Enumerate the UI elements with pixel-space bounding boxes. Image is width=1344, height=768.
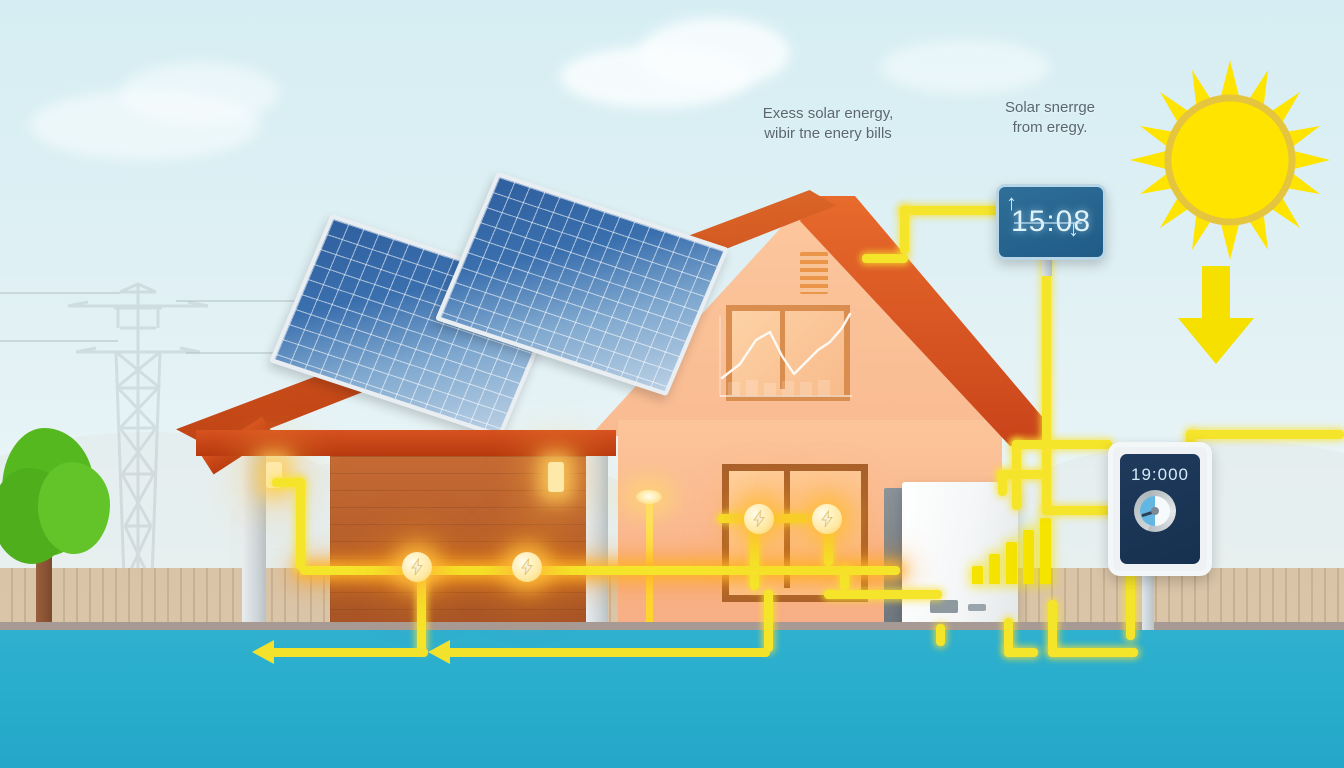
gable-vent [800, 252, 828, 294]
sun-icon [1130, 60, 1330, 260]
lower-window [722, 464, 868, 602]
tree-trunk [36, 546, 52, 630]
solar-flow-arrow-head [1178, 318, 1254, 364]
wire-roof-riser [900, 206, 909, 254]
ceiling-lamp-stem [646, 500, 653, 626]
grid-display-pole [1042, 252, 1052, 276]
label-right-line2: from eregy. [1012, 119, 1088, 136]
underground-arrow-left-2 [428, 640, 450, 664]
cloud-5 [880, 40, 1050, 94]
grid-display-down-arrow: ↓ [1068, 216, 1079, 241]
power-line-2 [0, 340, 118, 342]
wire-underground-stub [1004, 648, 1038, 657]
inverter-bar-4 [1023, 530, 1034, 584]
inverter-bar-1 [972, 566, 983, 584]
inverter-display [930, 600, 958, 613]
wire-roof-lower [862, 254, 908, 263]
wire-drop-window [764, 590, 773, 652]
wire-drop-door [840, 566, 849, 590]
grid-display-up-arrow: ↑ [1006, 190, 1017, 215]
utility-meter-hub [1151, 507, 1159, 515]
lower-window-mullion [784, 464, 790, 588]
lightning-bolt-icon [411, 558, 423, 576]
power-line-1 [0, 292, 120, 294]
utility-meter-gauge-fill [1140, 496, 1155, 526]
energy-node-window-1[interactable] [744, 504, 774, 534]
energy-node-garage-1[interactable] [402, 552, 432, 582]
inverter-bar-2 [989, 554, 1000, 584]
lightning-bolt-icon [821, 510, 833, 528]
grid-display-value: 15:08 [1010, 205, 1092, 238]
lightning-bolt-icon [753, 510, 765, 528]
inverter-bar-3 [1006, 542, 1017, 584]
cloud-2 [640, 18, 790, 88]
inverter-output-bars [972, 510, 1051, 584]
energy-node-window-2[interactable] [812, 504, 842, 534]
wire-underground-riser-b [1004, 618, 1013, 652]
wire-window-to-inverter [824, 590, 942, 599]
wire-underground-riser-a [1048, 600, 1057, 652]
wire-lamp-left-h [272, 478, 302, 487]
label-left-line2: wibir tne enery bills [764, 125, 892, 142]
upper-window-mullion [780, 305, 785, 389]
utility-meter-value: 19:000 [1131, 465, 1189, 484]
wire-window-right-drop [824, 528, 833, 566]
wire-inverter-top-feed [998, 470, 1007, 496]
transmission-tower-icon [67, 282, 209, 579]
upper-window [726, 305, 850, 401]
label-left-line1: Exess solar energy, [762, 105, 894, 122]
wire-window-feed-left [718, 514, 758, 523]
garage-door [330, 456, 592, 626]
power-line-3 [176, 300, 396, 302]
wire-display-down [1042, 252, 1051, 512]
wire-lamp-left-drop [296, 478, 305, 570]
wire-inverter-top-h [998, 470, 1044, 479]
wire-meter-right [1190, 430, 1344, 439]
inverter-button[interactable] [968, 604, 986, 611]
inverter-bar-5 [1040, 518, 1051, 584]
wire-underground-main-1 [268, 648, 428, 657]
lightning-bolt-icon [521, 558, 533, 576]
label-right-line1: Solar snerrge [1004, 99, 1096, 116]
porch-pillar-left [242, 456, 266, 626]
porch-pillar-right [586, 456, 608, 626]
tree-foliage-3 [38, 462, 110, 554]
grid-display-underline [1014, 222, 1082, 224]
wire-to-meter-upper [1012, 440, 1112, 449]
solar-flow-arrow-shaft [1202, 266, 1230, 322]
wire-garage-bus [300, 566, 900, 575]
porch-roof [196, 430, 616, 456]
sun [1130, 60, 1330, 260]
wire-underground-right [1048, 648, 1138, 657]
utility-meter[interactable]: 19:000 [1108, 442, 1212, 576]
wire-drop-garage [417, 566, 426, 652]
wire-display-to-meter [1042, 506, 1120, 515]
energy-node-garage-2[interactable] [512, 552, 542, 582]
garage-structure [196, 430, 616, 626]
wire-inverter-down [936, 624, 945, 646]
wire-underground-main-2 [440, 648, 770, 657]
underground-arrow-left-1 [252, 640, 274, 664]
utility-meter-screen: 19:000 [1120, 454, 1200, 564]
wire-window-mid [770, 514, 814, 523]
grid-display[interactable]: 15:08 [996, 184, 1106, 260]
label-right: Solar snerrge from eregy. [970, 98, 1130, 138]
label-left: Exess solar energy, wibir tne enery bill… [728, 104, 928, 144]
cloud-4 [120, 62, 280, 124]
utility-meter-gauge [1134, 490, 1176, 532]
wire-meter-pole-down [1126, 514, 1135, 640]
wire-roof-to-display-top [900, 206, 1010, 215]
ceiling-lamp [636, 490, 662, 504]
wire-window-left-drop [750, 528, 759, 590]
wall-lamp-right [548, 462, 564, 492]
